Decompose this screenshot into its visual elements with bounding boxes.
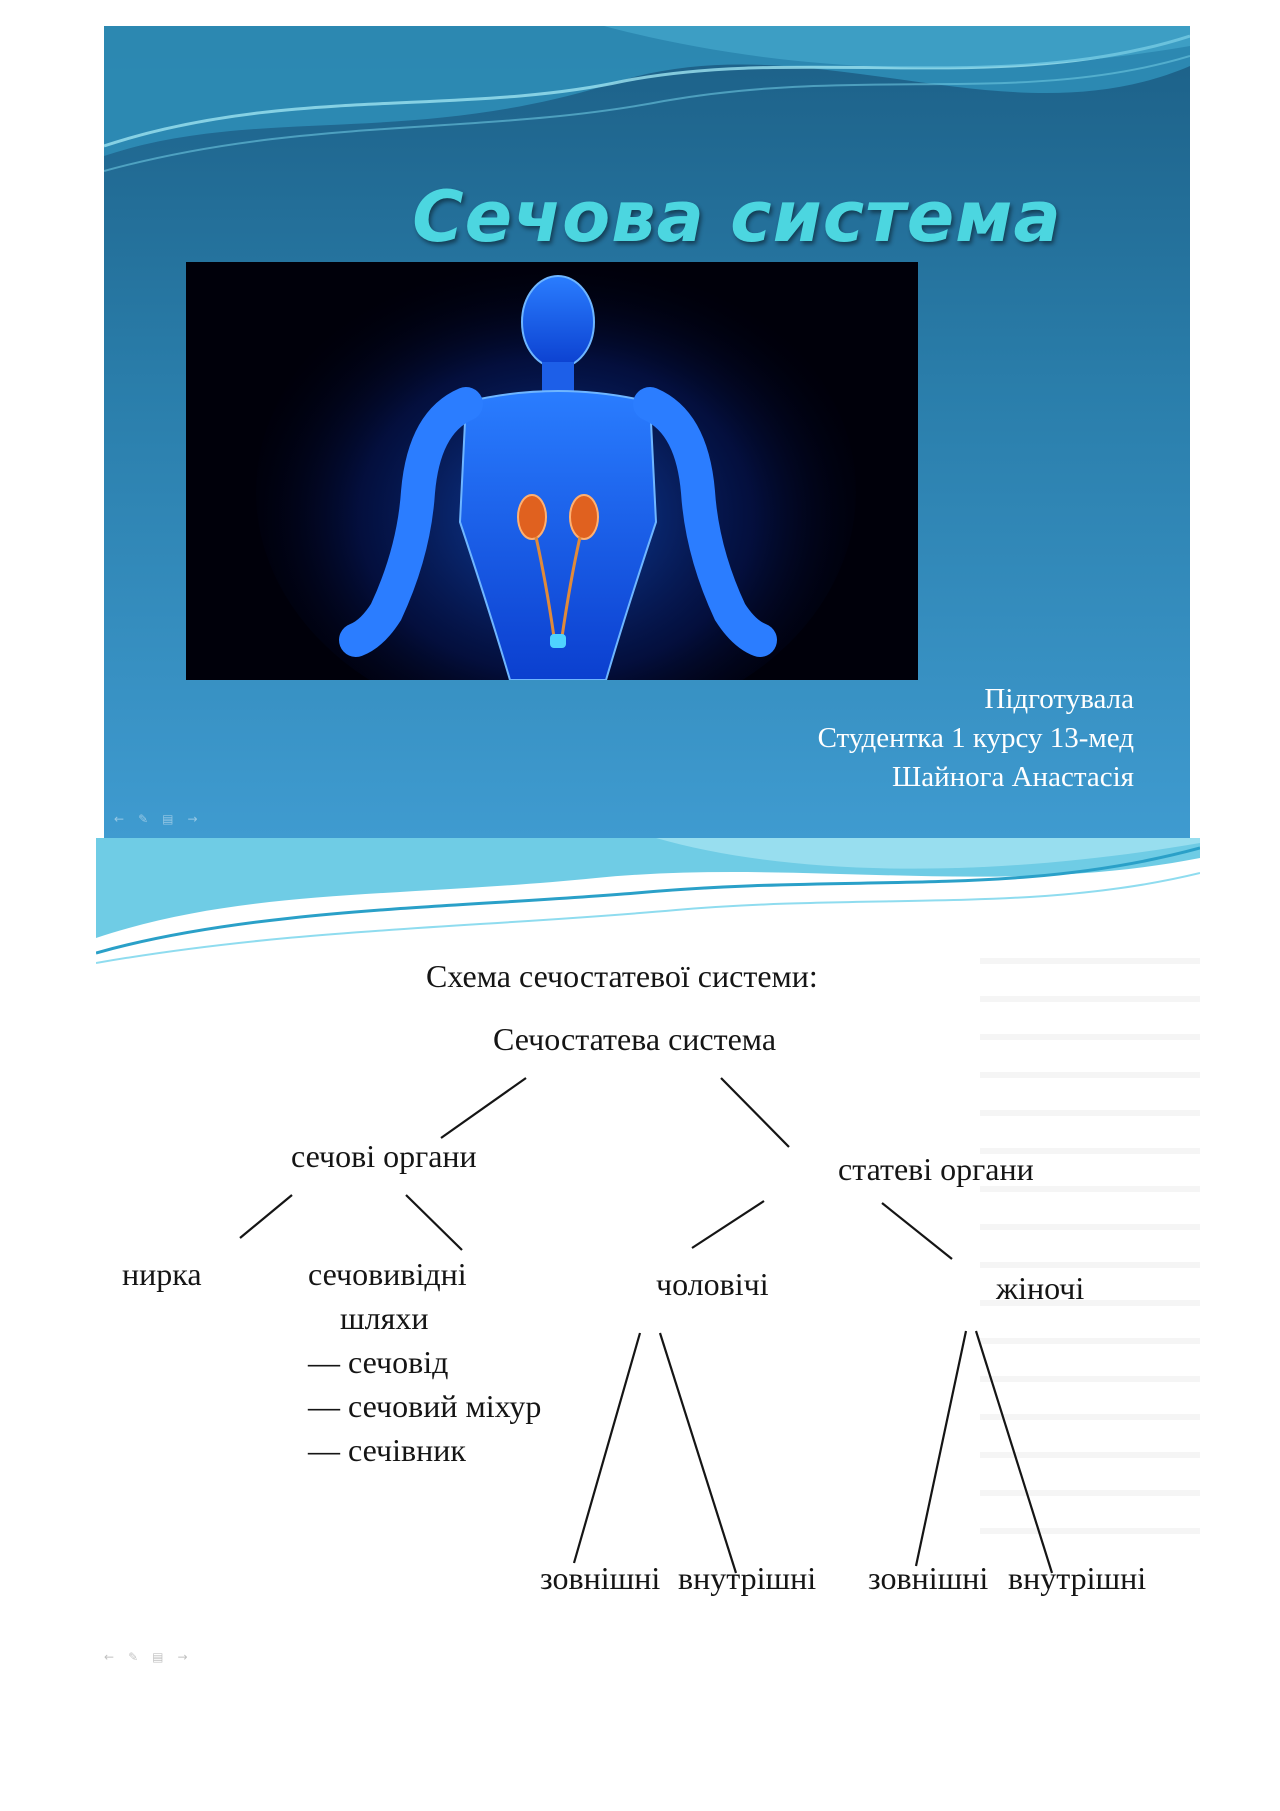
urinary-tracts-node-line2: шляхи	[340, 1300, 429, 1336]
male-internal-leaf: внутрішні	[678, 1560, 817, 1596]
forward-arrow-icon[interactable]: →	[177, 1650, 188, 1664]
human-body-image	[186, 262, 918, 680]
slide-title: Сечова система	[412, 176, 1062, 258]
scheme-root: Сечостатева система	[493, 1021, 777, 1057]
menu-icon[interactable]: ▤	[162, 812, 174, 826]
scheme-heading: Схема сечостатевої системи:	[426, 958, 818, 994]
menu-icon[interactable]: ▤	[152, 1650, 164, 1664]
kidney-node: нирка	[122, 1256, 202, 1292]
back-arrow-icon[interactable]: ←	[114, 812, 125, 826]
wave-decoration	[96, 838, 1200, 964]
scheme-slide: Схема сечостатевої системи: Сечостатева …	[96, 838, 1200, 1670]
pen-icon[interactable]: ✎	[128, 1650, 139, 1664]
urinary-tracts-node: сечовивідні	[308, 1256, 467, 1292]
pen-icon[interactable]: ✎	[138, 812, 149, 826]
urinary-organs-node: сечові органи	[291, 1138, 477, 1174]
male-external-leaf: зовнішні	[540, 1560, 661, 1596]
ureter-item: — сечовід	[308, 1344, 449, 1380]
female-internal-leaf: внутрішні	[1008, 1560, 1147, 1596]
scheme-connectors	[239, 1077, 1054, 1574]
credits-line-student: Студентка 1 курсу 13-мед	[817, 722, 1134, 754]
slide-controls[interactable]: ← ✎ ▤ →	[114, 812, 198, 826]
back-arrow-icon[interactable]: ←	[104, 1650, 115, 1664]
slide-controls[interactable]: ← ✎ ▤ →	[104, 1650, 188, 1664]
human-body-illustration	[186, 262, 918, 680]
urethra-item: — сечівник	[308, 1432, 466, 1468]
wave-decoration	[104, 26, 1190, 172]
genital-organs-node: статеві органи	[838, 1151, 1034, 1187]
author-credits: Підготувала Студентка 1 курсу 13-мед Шай…	[818, 680, 1134, 797]
credits-line-prepared: Підготувала	[984, 683, 1134, 715]
female-external-leaf: зовнішні	[868, 1560, 989, 1596]
bladder-item: — сечовий міхур	[308, 1388, 542, 1424]
credits-line-name: Шайнога Анастасія	[891, 761, 1134, 793]
title-slide: Сечова система	[104, 26, 1190, 838]
female-node: жіночі	[996, 1270, 1085, 1306]
forward-arrow-icon[interactable]: →	[187, 812, 198, 826]
male-node: чоловічі	[656, 1266, 769, 1302]
